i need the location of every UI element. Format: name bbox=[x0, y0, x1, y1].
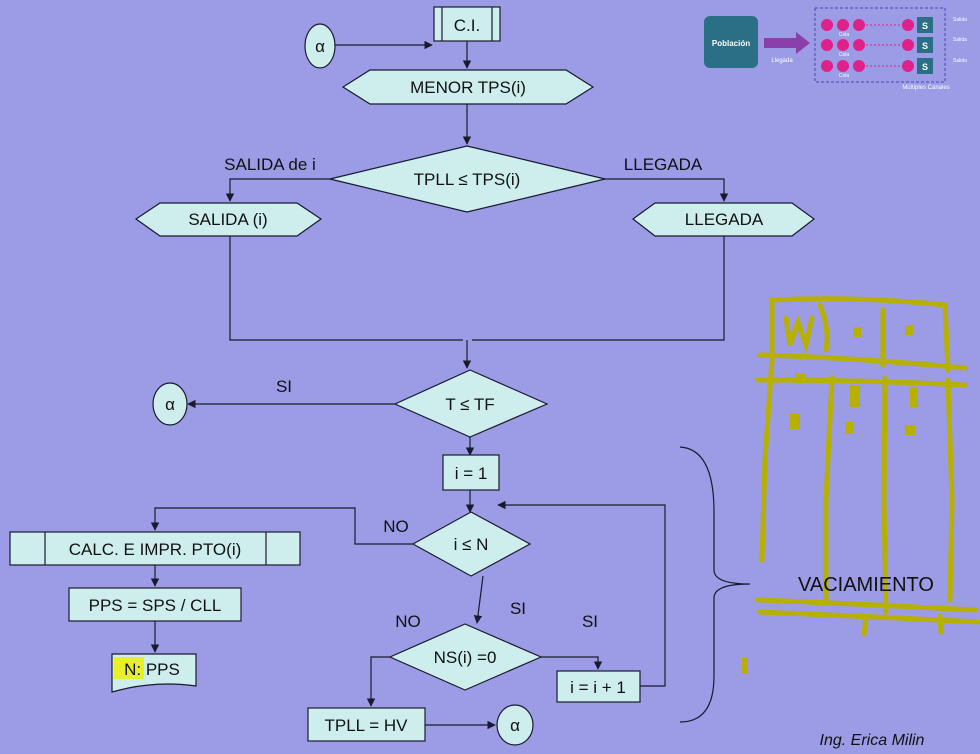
thumb-channel-2: S Cola Salida bbox=[821, 37, 967, 58]
t-tf-label: T ≤ TF bbox=[445, 395, 494, 414]
si-i-label: SI bbox=[510, 599, 526, 618]
thumb-server-2: S bbox=[922, 41, 928, 51]
node-pps-calc: PPS = SPS / CLL bbox=[68, 587, 242, 622]
menor-tps-label: MENOR TPS(i) bbox=[410, 78, 526, 97]
thumb-poblacion: Población bbox=[712, 39, 750, 48]
thumb-channel-3: S Cola Salida bbox=[821, 58, 967, 79]
thumb-cola-3: Cola bbox=[839, 73, 850, 79]
alpha-bottom-label: α bbox=[510, 716, 520, 735]
connector-alpha-bottom: α bbox=[496, 704, 534, 746]
decision-t-tf: T ≤ TF bbox=[393, 369, 549, 438]
i-inc-label: i = i + 1 bbox=[570, 678, 626, 697]
i-le-n-label: i ≤ N bbox=[454, 535, 489, 554]
node-print-pps: N: PPS bbox=[111, 653, 197, 693]
pps-calc-label: PPS = SPS / CLL bbox=[89, 596, 222, 615]
thumb-arrow bbox=[764, 32, 810, 54]
vaciamiento-sketch-marks bbox=[742, 325, 918, 674]
flow-lines bbox=[150, 40, 751, 730]
alpha-top-label: α bbox=[315, 37, 325, 56]
thumb-caption: Múltiples Canales bbox=[902, 85, 949, 91]
connector-alpha-left: α bbox=[152, 382, 188, 426]
calc-impr-label: CALC. E IMPR. PTO(i) bbox=[69, 540, 242, 559]
thumb-server-3: S bbox=[922, 62, 928, 72]
node-menor-tps: MENOR TPS(i) bbox=[341, 69, 595, 105]
salida-label: SALIDA (i) bbox=[188, 210, 267, 229]
tpll-cond-label: TPLL ≤ TPS(i) bbox=[414, 170, 521, 189]
thumb-salida-2: Salida bbox=[953, 37, 967, 43]
connector-alpha-top: α bbox=[304, 23, 336, 69]
llegada-branch-label: LLEGADA bbox=[624, 155, 703, 174]
vaciamiento-sketch bbox=[755, 296, 980, 637]
no-ns-label: NO bbox=[395, 612, 421, 631]
node-calc-impr: CALC. E IMPR. PTO(i) bbox=[9, 531, 301, 566]
ci-label: C.I. bbox=[454, 16, 480, 35]
ns-cond-label: NS(i) =0 bbox=[434, 648, 497, 667]
si-ns-label: SI bbox=[582, 612, 598, 631]
thumb-salida-1: Salida bbox=[953, 17, 967, 23]
thumb-llegada: Llegada bbox=[771, 58, 793, 64]
print-pps-label: N: PPS bbox=[124, 660, 180, 679]
no-i-label: NO bbox=[383, 517, 409, 536]
alpha-left-label: α bbox=[165, 395, 175, 414]
node-i-eq-1: i = 1 bbox=[442, 454, 500, 491]
i-eq-1-label: i = 1 bbox=[455, 464, 488, 483]
llegada-label: LLEGADA bbox=[685, 210, 764, 229]
node-ci: C.I. bbox=[433, 6, 501, 42]
node-llegada: LLEGADA bbox=[631, 202, 816, 237]
thumb-salida-3: Salida bbox=[953, 58, 967, 64]
thumb-cola-1: Cola bbox=[839, 32, 850, 38]
decision-tpll: TPLL ≤ TPS(i) bbox=[329, 145, 606, 213]
thumb-cola-2: Cola bbox=[839, 52, 850, 58]
thumb-server-1: S bbox=[922, 21, 928, 31]
node-salida: SALIDA (i) bbox=[134, 202, 323, 237]
decision-i-le-n: i ≤ N bbox=[411, 511, 532, 577]
vaciamiento-label: VACIAMIENTO bbox=[798, 574, 934, 596]
node-tpll-hv: TPLL = HV bbox=[307, 707, 426, 742]
decision-ns: NS(i) =0 bbox=[388, 623, 543, 691]
multichannel-thumbnail: Población Llegada S Cola Salida S Cola S… bbox=[704, 7, 967, 91]
thumb-channel-1: S Cola Salida bbox=[821, 17, 967, 38]
si-t-label: SI bbox=[276, 377, 292, 396]
tpll-hv-label: TPLL = HV bbox=[325, 716, 409, 735]
node-i-inc: i = i + 1 bbox=[556, 670, 641, 703]
salida-de-i-label: SALIDA de i bbox=[224, 155, 316, 174]
author-label: Ing. Erica Milin bbox=[820, 732, 925, 749]
